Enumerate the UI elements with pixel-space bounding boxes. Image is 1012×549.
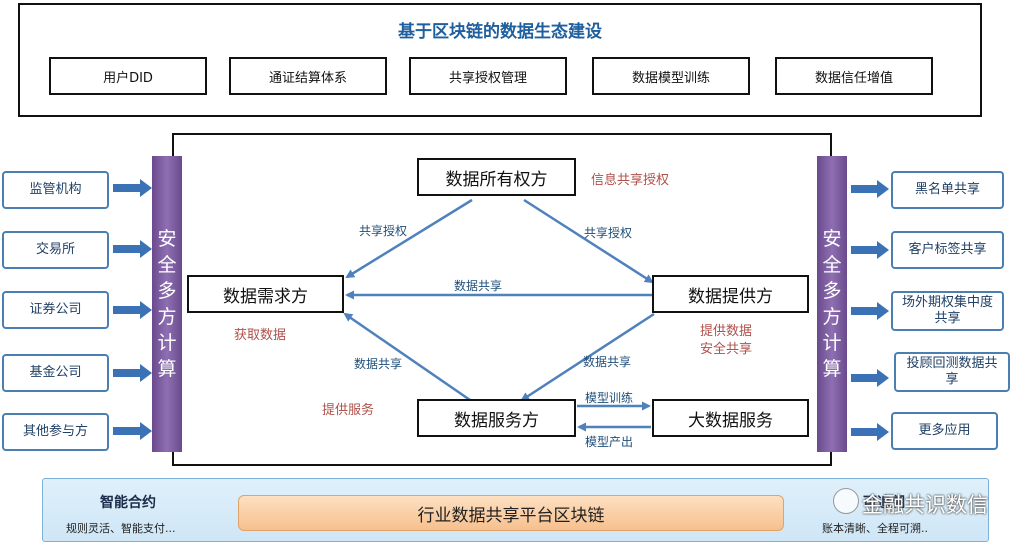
label-provide-data: 提供数据 [700, 324, 753, 339]
side-arrow-left-2 [113, 240, 152, 258]
label-provide-service: 提供服务 [322, 403, 375, 418]
label-secure-share: 安全共享 [700, 342, 753, 357]
label-model-output: 模型产出 [585, 435, 634, 449]
node-bigdata-service: 大数据服务 [652, 399, 809, 437]
node-data-owner: 数据所有权方 [417, 158, 576, 196]
side-arrow-left-4 [113, 364, 152, 382]
label-share-auth-right: 共享授权 [584, 226, 633, 240]
right-item-blacklist: 黑名单共享 [891, 171, 1004, 209]
label-data-share-mid: 数据共享 [454, 279, 503, 293]
wechat-icon [833, 488, 859, 514]
platform-bar: 行业数据共享平台区块链 [238, 495, 784, 531]
bottom-right-subtitle: 账本清晰、全程可溯.. [822, 522, 928, 535]
label-data-share-left: 数据共享 [354, 357, 403, 371]
label-info-share-auth: 信息共享授权 [591, 173, 670, 188]
side-arrow-right-4 [851, 369, 889, 387]
side-arrow-right-1 [851, 180, 889, 198]
left-item-regulator: 监管机构 [2, 171, 109, 209]
side-arrow-right-5 [851, 423, 889, 441]
top-title: 基于区块链的数据生态建设 [398, 22, 602, 42]
arrow-service-to-demander [343, 312, 471, 402]
left-item-others: 其他参与方 [2, 413, 109, 451]
label-get-data: 获取数据 [234, 328, 287, 343]
sidebar-mpc-right: 安全多方计算 [817, 156, 847, 452]
side-arrow-left-5 [113, 422, 152, 440]
side-arrow-left-3 [113, 301, 152, 319]
top-item-token-settlement: 通证结算体系 [229, 57, 387, 95]
left-item-securities: 证券公司 [2, 291, 109, 329]
bottom-left-title: 智能合约 [100, 495, 156, 511]
side-arrow-right-2 [851, 241, 889, 259]
node-data-provider: 数据提供方 [652, 275, 809, 313]
top-item-share-auth: 共享授权管理 [409, 57, 567, 95]
bottom-right-title: 可追溯 [863, 495, 905, 511]
label-data-share-right: 数据共享 [583, 355, 632, 369]
right-item-backtest: 投顾回测数据共享 [894, 352, 1010, 392]
right-item-customer-tags: 客户标签共享 [891, 231, 1004, 269]
left-item-exchange: 交易所 [2, 231, 109, 269]
right-item-more-apps: 更多应用 [891, 412, 998, 450]
top-item-did: 用户DID [49, 57, 207, 95]
arrow-owner-to-demander [345, 198, 473, 279]
side-arrow-right-3 [851, 302, 889, 320]
side-arrow-left-1 [113, 179, 152, 197]
arrow-provider-to-service [520, 312, 655, 402]
label-share-auth-left: 共享授权 [359, 224, 408, 238]
left-item-fund: 基金公司 [2, 354, 109, 392]
label-model-training: 模型训练 [585, 391, 634, 405]
node-data-service: 数据服务方 [417, 399, 576, 437]
top-item-trust-value: 数据信任增值 [775, 57, 933, 95]
watermark-text: 金融共识数信 [862, 493, 988, 517]
top-item-model-training: 数据模型训练 [592, 57, 750, 95]
node-data-demander: 数据需求方 [187, 275, 344, 313]
sidebar-mpc-left: 安全多方计算 [152, 156, 182, 452]
arrow-owner-to-provider [523, 198, 654, 284]
right-item-otc-option: 场外期权集中度共享 [891, 291, 1004, 331]
bottom-left-subtitle: 规则灵活、智能支付... [66, 522, 176, 535]
